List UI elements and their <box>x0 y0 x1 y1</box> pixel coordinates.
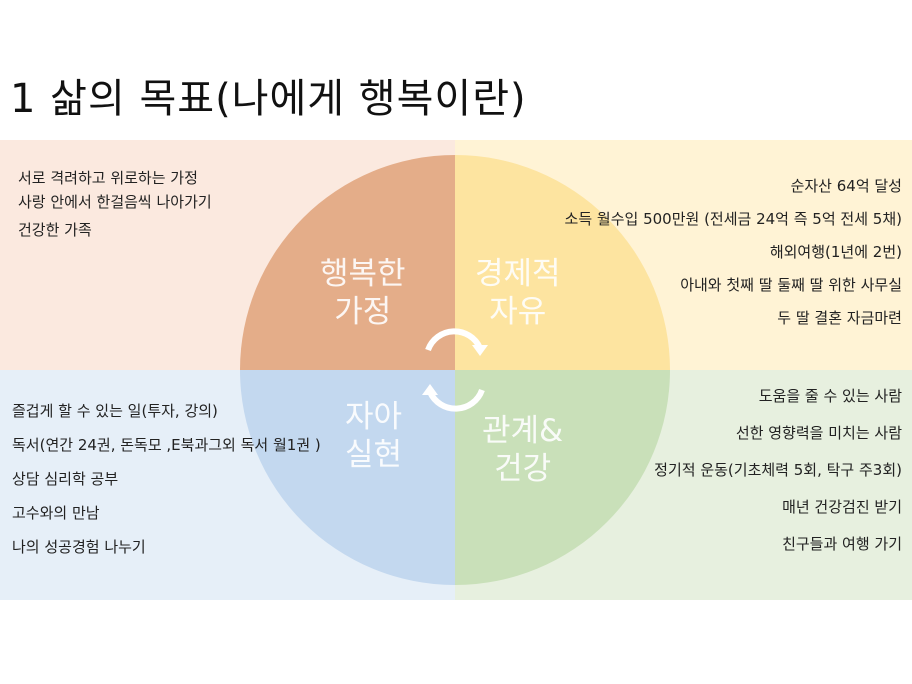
list-item: 서로 격려하고 위로하는 가정 <box>18 169 198 187</box>
list-item: 아내와 첫째 딸 둘째 딸 위한 사무실 <box>680 276 902 294</box>
economy-items: 순자산 64억 달성 소득 월수입 500만원 (전세금 24억 즉 5억 전세… <box>565 170 902 335</box>
circle-segment-family <box>240 155 455 370</box>
circle-segment-economy <box>455 155 670 370</box>
self-items: 즐겁게 할 수 있는 일(투자, 강의) 독서(연간 24권, 돈독모 ,E북과… <box>12 394 321 564</box>
slide-title: 1 삶의 목표(나에게 행복이란) <box>10 76 527 122</box>
list-item: 건강한 가족 <box>18 221 92 239</box>
label-relation: 관계&건강 <box>482 413 564 487</box>
list-item: 독서(연간 24권, 돈독모 ,E북과그외 독서 월1권 ) <box>12 436 321 454</box>
list-item: 선한 영향력을 미치는 사람 <box>735 424 902 442</box>
list-item: 소득 월수입 500만원 (전세금 24억 즉 5억 전세 5채) <box>564 210 902 228</box>
list-item: 사랑 안에서 한걸음씩 나아가기 <box>18 193 212 211</box>
list-item: 순자산 64억 달성 <box>790 177 902 195</box>
list-item: 친구들과 여행 가기 <box>782 535 902 553</box>
list-item: 상담 심리학 공부 <box>12 470 119 488</box>
cycle-circle <box>240 155 670 585</box>
list-item: 두 딸 결혼 자금마련 <box>777 309 902 327</box>
list-item: 매년 건강검진 받기 <box>782 498 902 516</box>
list-item: 즐겁게 할 수 있는 일(투자, 강의) <box>12 402 218 420</box>
list-item: 나의 성공경험 나누기 <box>12 538 146 556</box>
relation-items: 도움을 줄 수 있는 사람 선한 영향력을 미치는 사람 정기적 운동(기초체력… <box>654 378 902 563</box>
list-item: 고수와의 만남 <box>12 504 100 522</box>
family-items: 서로 격려하고 위로하는 가정 사랑 안에서 한걸음씩 나아가기 건강한 가족 <box>18 166 212 242</box>
list-item: 해외여행(1년에 2번) <box>769 243 902 261</box>
circle-segment-relation <box>455 370 670 585</box>
circle-segment-self <box>240 370 455 585</box>
list-item: 정기적 운동(기초체력 5회, 탁구 주3회) <box>654 461 902 479</box>
list-item: 도움을 줄 수 있는 사람 <box>758 387 902 405</box>
